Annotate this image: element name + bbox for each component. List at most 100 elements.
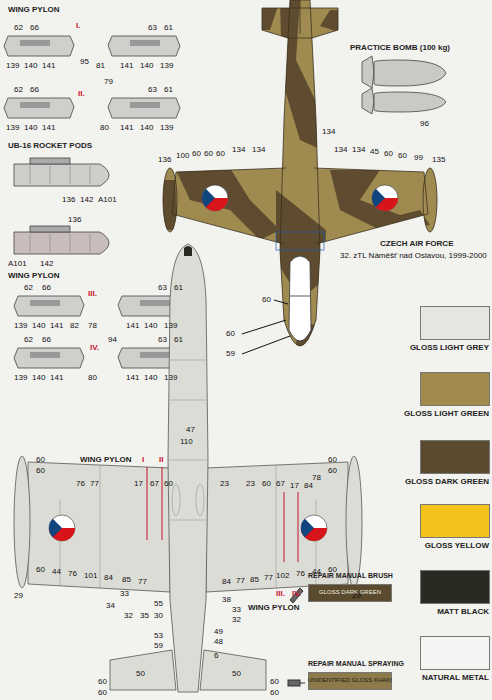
callout-number: 140 xyxy=(144,322,157,330)
legend-text: GLOSS DARK GREEN xyxy=(389,478,489,486)
callout-number: 59 xyxy=(226,350,235,358)
callout-number: 95 xyxy=(80,58,89,66)
callout-number: 77 xyxy=(138,578,147,586)
callout-number: 139 xyxy=(6,124,19,132)
callout-number: 76 xyxy=(68,570,77,578)
callout-number: 139 xyxy=(160,62,173,70)
callout-number: 61 xyxy=(174,284,183,292)
section-heading: WING PYLON xyxy=(8,272,60,280)
callout-number: 134 xyxy=(352,146,365,154)
callout-number: 60 xyxy=(36,456,45,464)
pylon-station: I. xyxy=(76,22,80,30)
callout-number: 47 xyxy=(186,426,195,434)
callout-number: 32 xyxy=(232,616,241,624)
callout-number: 60 xyxy=(36,467,45,475)
callout-number: 49 xyxy=(214,628,223,636)
callout-number: 35 xyxy=(140,612,149,620)
callout-number: 17 xyxy=(290,482,299,490)
section-heading: WING PYLON xyxy=(80,456,132,464)
callout-number: 60 xyxy=(204,150,213,158)
callout-number: 55 xyxy=(154,600,163,608)
callout-number: 77 xyxy=(236,577,245,585)
color-swatch xyxy=(420,306,490,340)
pylon-station: I xyxy=(142,456,144,464)
callout-number: 100 xyxy=(176,152,189,160)
pylon-station: IV. xyxy=(292,590,301,598)
color-swatch xyxy=(420,372,490,406)
callout-number: 76 xyxy=(296,570,305,578)
callout-number: 140 xyxy=(24,62,37,70)
pylon-station: II. xyxy=(78,90,85,98)
callout-number: 80 xyxy=(100,124,109,132)
callout-number: 62 xyxy=(24,284,33,292)
callout-number: 60 xyxy=(270,689,279,697)
pylon-station: III. xyxy=(276,590,285,598)
callout-number: 67 xyxy=(276,480,285,488)
callout-number: 99 xyxy=(414,154,423,162)
callout-number: 60 xyxy=(192,150,201,158)
callout-number: 66 xyxy=(30,86,39,94)
legend-text: GLOSS LIGHT GREEN xyxy=(389,410,489,418)
callout-number: 136 xyxy=(158,156,171,164)
callout-number: 136 xyxy=(68,216,81,224)
callout-number: 85 xyxy=(250,576,259,584)
callout-number: 48 xyxy=(214,638,223,646)
callout-number: 140 xyxy=(140,124,153,132)
callout-number: 60 xyxy=(398,152,407,160)
callout-number: 84 xyxy=(222,578,231,586)
callout-number: 61 xyxy=(164,24,173,32)
callout-number: 63 xyxy=(148,24,157,32)
pylon-station: II xyxy=(159,456,163,464)
callout-number: 77 xyxy=(90,480,99,488)
callout-number: 139 xyxy=(164,374,177,382)
callout-number: 33 xyxy=(120,590,129,598)
callout-number: 139 xyxy=(160,124,173,132)
callout-number: 32 xyxy=(124,612,133,620)
callout-number: 141 xyxy=(120,62,133,70)
callout-number: 66 xyxy=(42,284,51,292)
callout-number: 61 xyxy=(164,86,173,94)
callout-number: 134 xyxy=(252,146,265,154)
callout-number: 66 xyxy=(30,24,39,32)
swatch-label: UNIDENTIFIED GLOSS KHAKI xyxy=(308,677,392,683)
callout-number: 66 xyxy=(42,336,51,344)
callout-number: 38 xyxy=(222,596,231,604)
callout-number: 6 xyxy=(214,652,218,660)
callout-number: 60 xyxy=(262,480,271,488)
callout-number: 136 xyxy=(62,196,75,204)
callout-number: 139 xyxy=(164,322,177,330)
callout-number: 141 xyxy=(42,62,55,70)
callout-number: 60 xyxy=(36,566,45,574)
callout-number: 142 xyxy=(40,260,53,268)
legend-text: NATURAL METAL xyxy=(389,674,489,682)
legend-text: GLOSS LIGHT GREY xyxy=(389,344,489,352)
callout-number: 140 xyxy=(24,124,37,132)
callout-number: 140 xyxy=(32,374,45,382)
pylon-station: IV. xyxy=(90,344,99,352)
callout-number: 34 xyxy=(106,602,115,610)
callout-number: 139 xyxy=(14,322,27,330)
callout-number: 23 xyxy=(220,480,229,488)
callout-number: 110 xyxy=(180,438,193,446)
callout-number: 142 xyxy=(80,196,93,204)
legend-text: MATT BLACK xyxy=(389,608,489,616)
section-heading: WING PYLON xyxy=(248,604,300,612)
callout-number: 84 xyxy=(104,574,113,582)
callout-number: 134 xyxy=(232,146,245,154)
legend-text: REPAIR MANUAL BRUSH xyxy=(308,572,393,579)
callout-number: 85 xyxy=(122,576,131,584)
legend-text: GLOSS YELLOW xyxy=(389,542,489,550)
callout-number: 96 xyxy=(420,120,429,128)
callout-number: 78 xyxy=(312,474,321,482)
callout-number: 67 xyxy=(150,480,159,488)
callout-number: 77 xyxy=(264,574,273,582)
callout-number: 44 xyxy=(52,568,61,576)
callout-number: A101 xyxy=(8,260,27,268)
callout-number: 62 xyxy=(14,86,23,94)
callout-number: 134 xyxy=(334,146,347,154)
callout-number: 60 xyxy=(98,678,107,686)
section-heading: WING PYLON xyxy=(8,6,60,14)
callout-number: 30 xyxy=(154,612,163,620)
callout-number: 140 xyxy=(32,322,45,330)
callout-number: 60 xyxy=(164,480,173,488)
